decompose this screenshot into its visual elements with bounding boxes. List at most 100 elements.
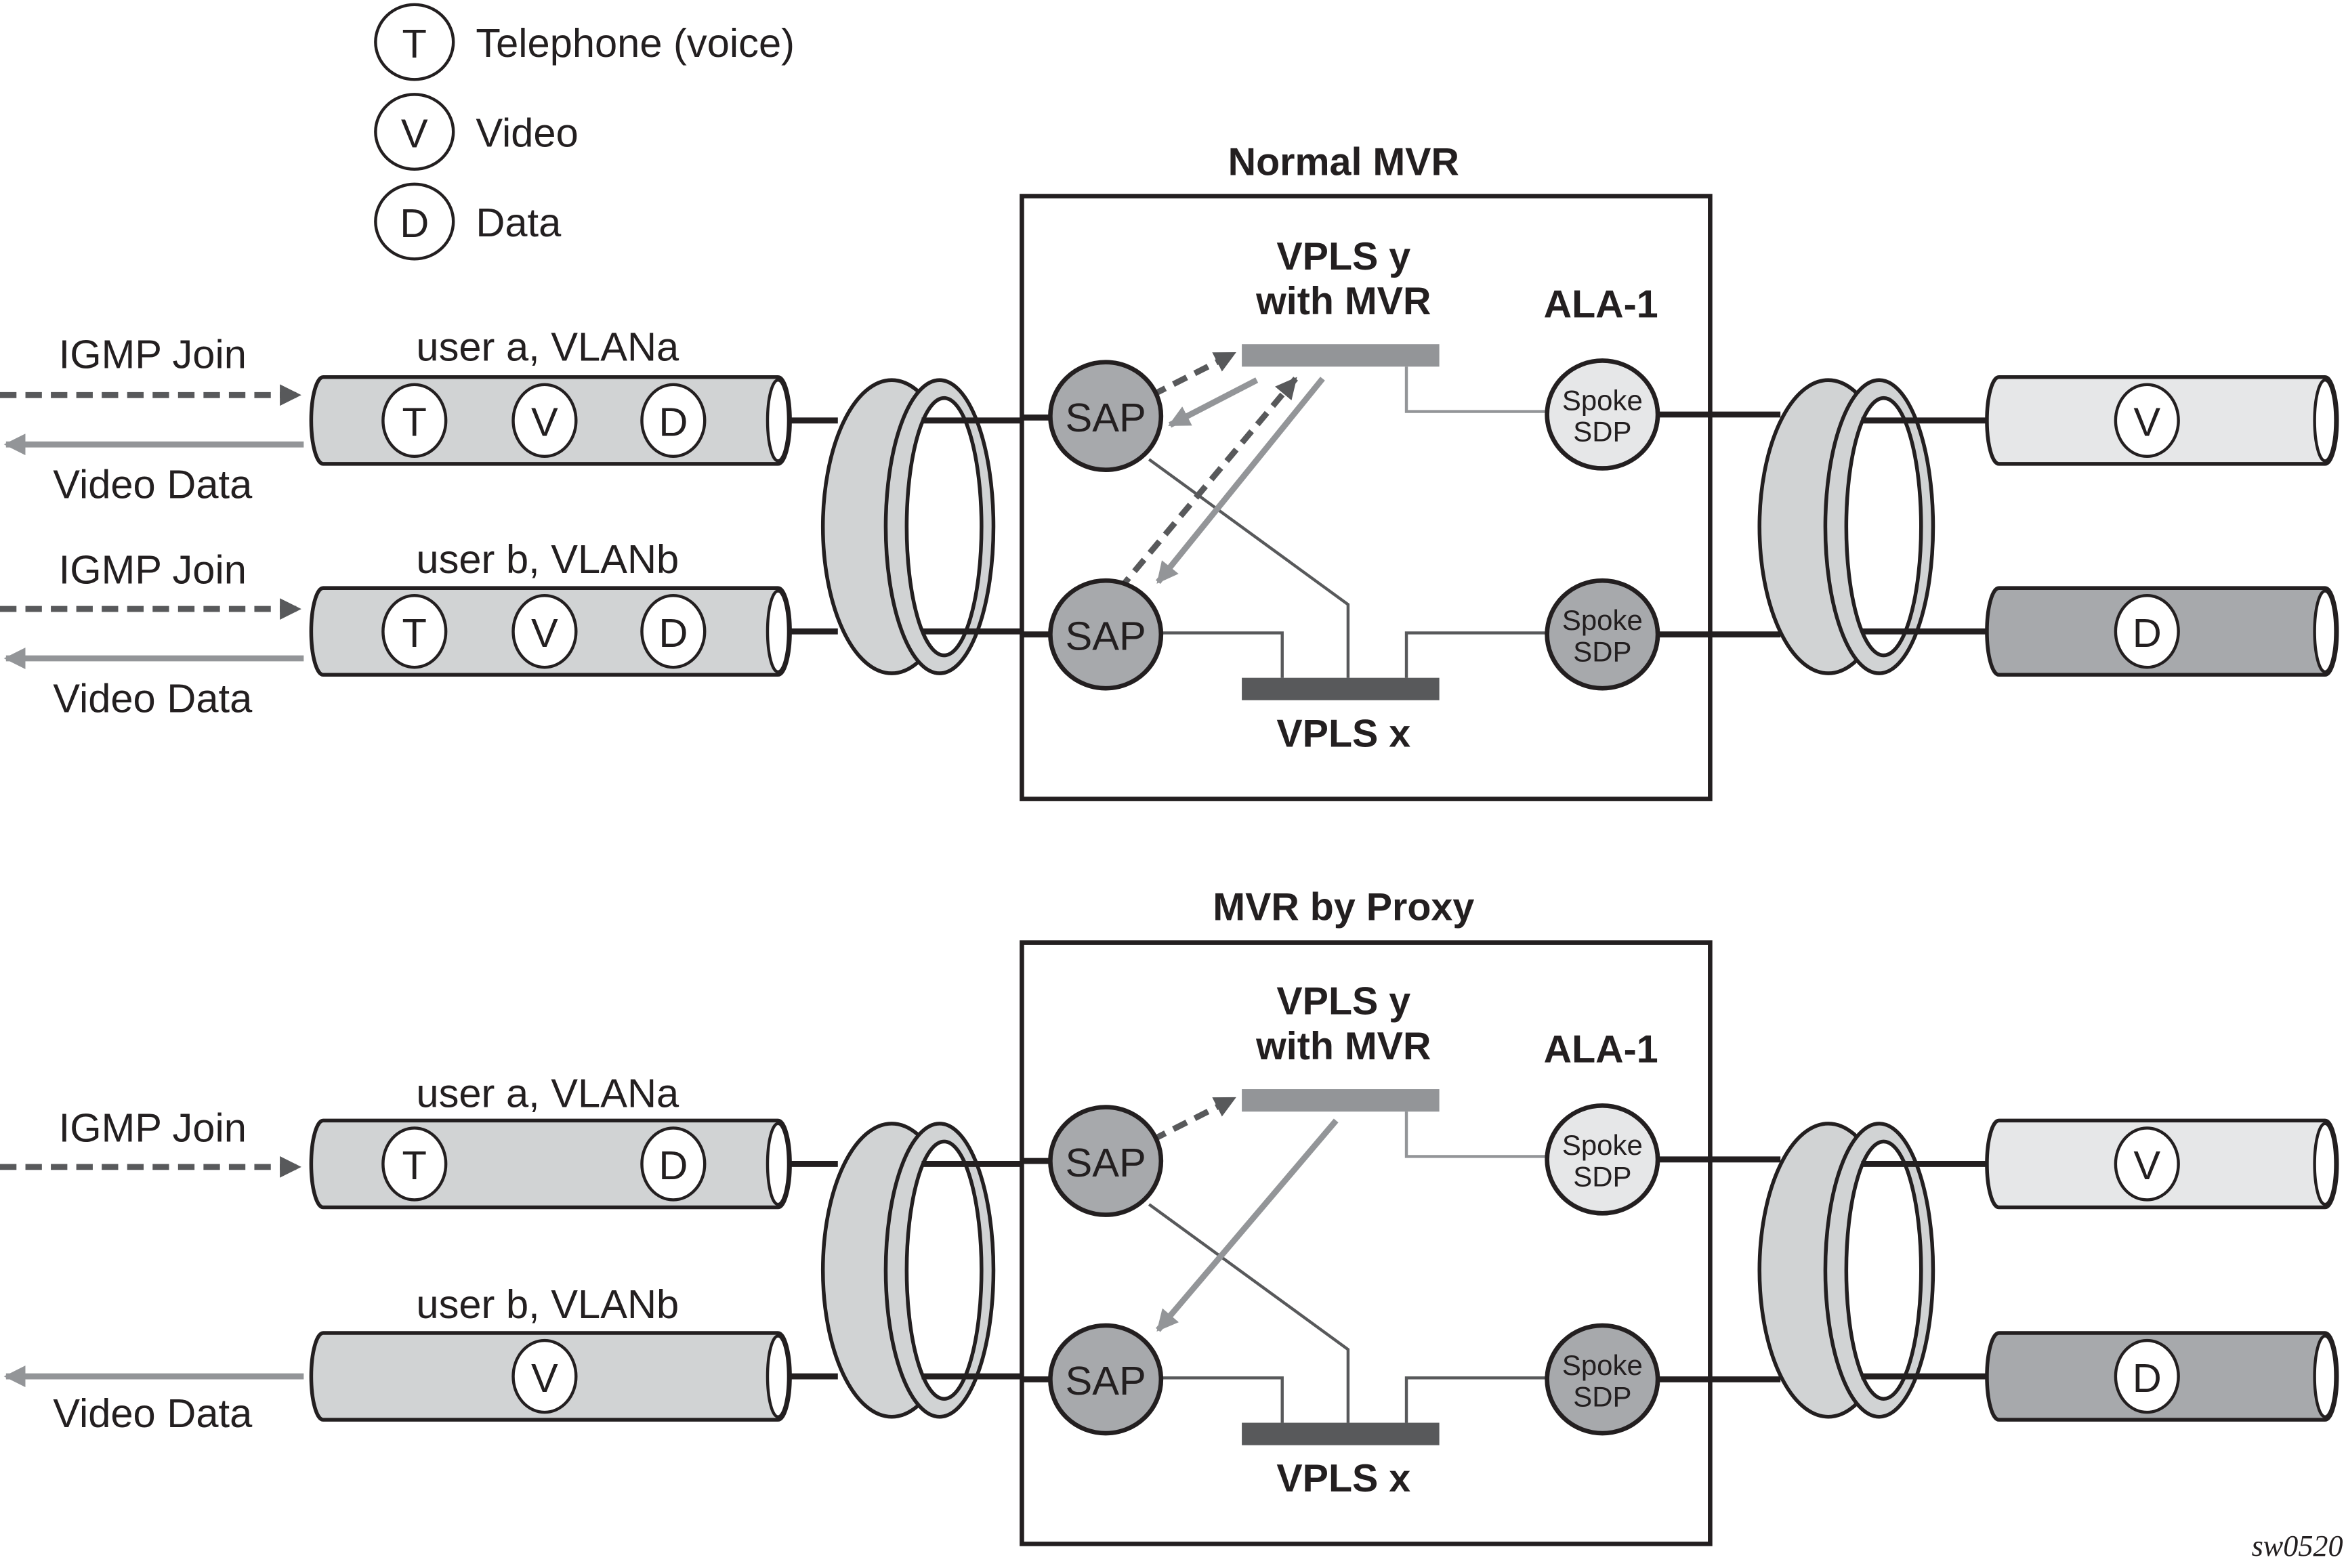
video-data-label: Video Data [53, 675, 253, 721]
legend-item-data: D Data [374, 182, 562, 261]
spoke-sdp-data[interactable]: Spoke SDP [1545, 1323, 1660, 1436]
legend-glyph: T [402, 21, 427, 66]
spoke-label-1: Spoke [1562, 384, 1643, 416]
video-data-label: Video Data [53, 462, 253, 507]
igmp-join-arrow-sap1 [1150, 350, 1236, 398]
vpls-y-label-1: VPLS y [1276, 235, 1410, 278]
link-vplsy-spoke1 [1404, 366, 1547, 413]
sap-label: SAP [1065, 613, 1146, 658]
data-icon [2114, 1338, 2180, 1414]
sap-label: SAP [1065, 1140, 1146, 1185]
access-port-ring [790, 1122, 1051, 1419]
network-port-ring [1658, 1122, 1990, 1419]
vpls-x-label: VPLS x [1276, 1457, 1410, 1500]
service-glyph: T [402, 400, 427, 445]
link-spoke2-vplsx [1404, 631, 1547, 678]
legend-label: Telephone (voice) [476, 20, 795, 66]
legend-item-video: V Video [374, 93, 579, 171]
video-icon [511, 383, 578, 459]
vpls-x-bar [1242, 677, 1440, 700]
node-label: ALA-1 [1544, 282, 1658, 326]
network-port-ring [1658, 378, 1990, 675]
legend-label: Data [476, 200, 562, 245]
data-icon [640, 594, 707, 669]
link-sap2-vplsx [1159, 631, 1284, 678]
igmp-join-arrow-sap2-path [1116, 377, 1298, 592]
service-glyph: D [658, 400, 688, 445]
user-label: user a, VLANa [416, 1071, 679, 1116]
pipe-opening [2313, 1334, 2337, 1418]
video-data-label: Video Data [53, 1391, 253, 1436]
spoke-label-1: Spoke [1562, 604, 1643, 636]
video-arrow-sap2 [1156, 1118, 1339, 1332]
vpls-x-label: VPLS x [1276, 712, 1410, 755]
igmp-join-label: IGMP Join [59, 547, 247, 593]
sap-user-a[interactable]: SAP [1048, 1105, 1164, 1217]
service-glyph: D [2133, 610, 2162, 656]
user-b-pipe-group: user b, VLANb V Video Data [3, 1281, 792, 1436]
user-a-pipe-group: user a, VLANa T D IGMP Join [0, 1071, 792, 1210]
spoke-sdp-video[interactable]: Spoke SDP [1545, 1103, 1660, 1216]
section-mvr-by-proxy: MVR by Proxy ALA-1 VPLS y with MVR VPLS … [0, 885, 2339, 1546]
video-icon [511, 594, 578, 669]
spoke-label-2: SDP [1573, 416, 1631, 448]
node-label: ALA-1 [1544, 1027, 1658, 1071]
video-arrow-sap2 [1155, 377, 1325, 585]
service-glyph: T [402, 610, 427, 656]
spoke-label-2: SDP [1573, 635, 1631, 667]
spoke-label-1: Spoke [1562, 1349, 1643, 1381]
sap-user-b[interactable]: SAP [1048, 1323, 1164, 1436]
sap-user-b[interactable]: SAP [1048, 578, 1164, 691]
user-label: user b, VLANb [416, 1281, 679, 1327]
data-icon [374, 182, 455, 261]
igmp-join-label: IGMP Join [59, 1105, 247, 1150]
data-icon [640, 383, 707, 459]
legend-glyph: D [400, 200, 429, 246]
sap-user-a[interactable]: SAP [1048, 360, 1164, 473]
network-pipe-data: D [1985, 586, 2339, 677]
service-glyph: D [658, 610, 688, 656]
spoke-sdp-data[interactable]: Spoke SDP [1545, 578, 1660, 691]
pipe-opening [2313, 589, 2337, 674]
service-glyph: V [531, 1355, 558, 1401]
vpls-y-label-2: with MVR [1255, 1025, 1431, 1068]
service-glyph: D [2133, 1355, 2162, 1401]
network-pipe-video: V [1985, 1118, 2339, 1210]
user-a-pipe-group: user a, VLANa T V D IGMP Join Video Data [0, 324, 792, 507]
user-label: user a, VLANa [416, 324, 679, 369]
pipe-opening [766, 378, 791, 463]
service-glyph: V [2133, 400, 2160, 445]
service-glyph: V [2133, 1143, 2160, 1188]
legend-glyph: V [401, 110, 428, 156]
pipe-opening [2313, 378, 2337, 463]
igmp-join-label: IGMP Join [59, 332, 247, 377]
pipe-opening [766, 1122, 791, 1206]
link-spoke2-vplsx [1404, 1376, 1547, 1423]
sap-label: SAP [1065, 395, 1146, 440]
spoke-label-2: SDP [1573, 1380, 1631, 1412]
ala-1-box [1020, 940, 1713, 1546]
access-port-ring [790, 378, 1051, 675]
service-glyph: V [531, 400, 558, 445]
pipe-opening [766, 589, 791, 674]
link-vplsy-spoke1 [1404, 1111, 1547, 1158]
data-icon [2114, 594, 2180, 669]
telephone-icon [381, 1126, 448, 1202]
spoke-sdp-video[interactable]: Spoke SDP [1545, 358, 1660, 471]
video-icon [374, 93, 455, 171]
vpls-y-bar [1242, 344, 1440, 367]
ala-1-box [1020, 194, 1713, 801]
legend: T Telephone (voice) V Video D Data [374, 3, 795, 261]
spoke-label-1: Spoke [1562, 1129, 1643, 1161]
user-b-pipe-group: user b, VLANb T V D IGMP Join Video Data [0, 536, 792, 721]
telephone-icon [381, 594, 448, 669]
spoke-label-2: SDP [1573, 1161, 1631, 1193]
legend-label: Video [476, 110, 578, 156]
network-pipe-data: D [1985, 1331, 2339, 1422]
telephone-icon [381, 383, 448, 459]
video-arrow-sap1 [1168, 377, 1259, 428]
igmp-join-arrow-sap1 [1150, 1095, 1236, 1143]
legend-item-telephone: T Telephone (voice) [374, 3, 795, 81]
section-normal-mvr: Normal MVR ALA-1 VPLS y with MVR VPLS x … [0, 141, 2339, 801]
section-title: Normal MVR [1228, 141, 1459, 184]
